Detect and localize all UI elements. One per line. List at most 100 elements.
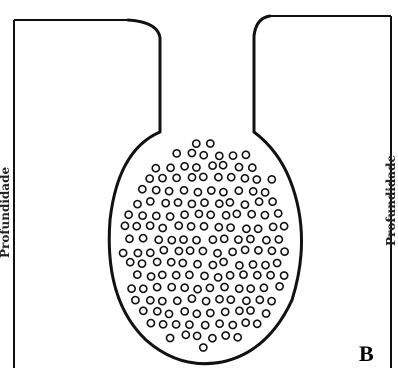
particle-circle bbox=[188, 200, 195, 207]
particle-circle bbox=[248, 211, 255, 218]
particle-circle bbox=[262, 262, 269, 269]
particle-circle bbox=[173, 150, 180, 157]
particle-circle bbox=[181, 308, 188, 315]
particle-circle bbox=[194, 332, 201, 339]
particle-circle bbox=[200, 173, 207, 180]
particle-circle bbox=[203, 298, 210, 305]
particle-circle bbox=[235, 236, 242, 243]
particle-circle bbox=[140, 235, 147, 242]
particle-circle bbox=[281, 248, 288, 255]
particle-circle bbox=[147, 198, 154, 205]
particle-circle bbox=[132, 297, 139, 304]
particle-circle bbox=[165, 310, 172, 317]
particle-circle bbox=[247, 235, 254, 242]
particle-circle bbox=[133, 223, 140, 230]
particle-circle bbox=[236, 307, 243, 314]
particle-circle bbox=[208, 187, 215, 194]
particle-circle bbox=[227, 296, 234, 303]
particle-circle bbox=[188, 295, 195, 302]
particle-circle bbox=[147, 320, 154, 327]
particle-circle bbox=[138, 260, 145, 267]
particle-circle bbox=[207, 140, 214, 147]
particle-circle bbox=[209, 162, 216, 169]
particle-circle bbox=[188, 174, 195, 181]
particle-circle bbox=[140, 307, 147, 314]
particle-circle bbox=[228, 174, 235, 181]
particle-circle bbox=[201, 199, 208, 206]
particle-circle bbox=[194, 286, 201, 293]
particle-circle bbox=[174, 297, 181, 304]
particle-circle bbox=[173, 272, 180, 279]
particle-circle bbox=[268, 176, 275, 183]
particle-circle bbox=[235, 187, 242, 194]
particle-circle bbox=[120, 249, 127, 256]
particle-circle bbox=[162, 200, 169, 207]
particle-circle bbox=[153, 212, 160, 219]
particle-circle bbox=[227, 224, 234, 231]
particle-circle bbox=[168, 284, 175, 291]
left-depth-label: Profundidade bbox=[0, 167, 12, 258]
particle-circle bbox=[255, 225, 262, 232]
particle-circle bbox=[175, 222, 182, 229]
particle-circle bbox=[126, 235, 133, 242]
particle-circle bbox=[147, 249, 154, 256]
particle-circle bbox=[276, 283, 283, 290]
particle-circle bbox=[127, 259, 134, 266]
particle-circle bbox=[200, 344, 207, 351]
particle-circle bbox=[209, 335, 216, 342]
particle-circle bbox=[159, 298, 166, 305]
particle-circle bbox=[147, 222, 154, 229]
particle-circle bbox=[166, 188, 173, 195]
particle-circle bbox=[233, 210, 240, 217]
particle-circle bbox=[209, 236, 216, 243]
particle-circle bbox=[159, 224, 166, 231]
particle-circle bbox=[221, 235, 228, 242]
particle-circle bbox=[200, 223, 207, 230]
particle-circle bbox=[249, 164, 256, 171]
particle-circle bbox=[236, 285, 243, 292]
particle-circle bbox=[269, 198, 276, 205]
particle-circle bbox=[222, 308, 229, 315]
particle-circle bbox=[236, 262, 243, 269]
particle-circle bbox=[263, 310, 270, 317]
particle-circle bbox=[241, 201, 248, 208]
particle-circle bbox=[216, 152, 223, 159]
particle-circle bbox=[199, 247, 206, 254]
particle-circle bbox=[154, 308, 161, 315]
particle-circle bbox=[188, 223, 195, 230]
particle-circle bbox=[270, 223, 277, 230]
particle-circle bbox=[243, 297, 250, 304]
particle-circle bbox=[186, 321, 193, 328]
particle-circle bbox=[261, 212, 268, 219]
particle-circle bbox=[255, 247, 262, 254]
particle-circle bbox=[193, 140, 200, 147]
particle-circle bbox=[125, 211, 132, 218]
particle-circle bbox=[254, 272, 261, 279]
right-depth-label: Profundidade bbox=[384, 155, 398, 246]
particle-circle bbox=[247, 285, 254, 292]
particle-circle bbox=[180, 187, 187, 194]
particle-circle bbox=[159, 175, 166, 182]
particle-circle bbox=[207, 309, 214, 316]
particle-circle bbox=[167, 164, 174, 171]
particle-circle bbox=[155, 236, 162, 243]
particle-circle bbox=[216, 320, 223, 327]
particle-circle bbox=[275, 236, 282, 243]
particle-circle bbox=[241, 175, 248, 182]
particle-circle bbox=[240, 271, 247, 278]
particle-circle bbox=[193, 310, 200, 317]
particle-circle bbox=[234, 334, 241, 341]
particle-circle bbox=[200, 152, 207, 159]
particle-circle bbox=[256, 296, 263, 303]
particle-circle bbox=[134, 271, 141, 278]
particle-circle bbox=[229, 321, 236, 328]
particle-circle bbox=[186, 271, 193, 278]
particle-circle bbox=[154, 258, 161, 265]
particle-circle bbox=[193, 164, 200, 171]
particle-circle bbox=[121, 222, 128, 229]
left-depth-marker bbox=[14, 20, 128, 368]
right-depth-marker bbox=[268, 16, 391, 368]
particle-circle bbox=[128, 285, 135, 292]
